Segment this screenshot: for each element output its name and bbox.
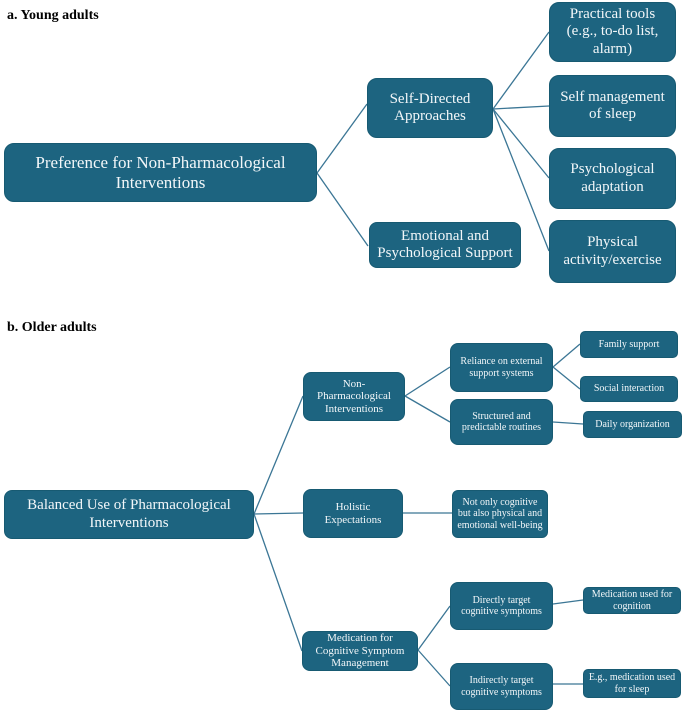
node-indirectly-target-cognitive-symptoms: Indirectly target cognitive symptoms xyxy=(450,663,553,710)
connector xyxy=(316,103,368,174)
connector xyxy=(552,366,581,390)
connector xyxy=(492,105,550,110)
panel-b-title: b. Older adults xyxy=(7,320,97,335)
node-holistic-expectations: Holistic Expectations xyxy=(303,489,403,538)
connector xyxy=(552,421,584,425)
node-physical-activity: Physical activity/exercise xyxy=(549,220,676,283)
node-psychological-adaptation: Psychological adaptation xyxy=(549,148,676,209)
node-self-directed-approaches: Self-Directed Approaches xyxy=(367,78,493,138)
node-medication-cognitive-symptom-management: Medication for Cognitive Symptom Managem… xyxy=(302,631,418,671)
node-medication-used-for-sleep: E.g., medication used for sleep xyxy=(583,669,681,698)
node-reliance-external-support: Reliance on external support systems xyxy=(450,343,553,392)
connector xyxy=(404,395,451,423)
node-directly-target-cognitive-symptoms: Directly target cognitive symptoms xyxy=(450,582,553,630)
connector xyxy=(552,343,581,368)
node-emotional-psychological-support: Emotional and Psychological Support xyxy=(369,222,521,268)
node-medication-used-for-cognition: Medication used for cognition xyxy=(583,587,681,614)
connector xyxy=(253,513,303,652)
node-practical-tools: Practical tools (e.g., to-do list, alarm… xyxy=(549,2,676,62)
connector xyxy=(417,649,451,687)
node-self-management-sleep: Self management of sleep xyxy=(549,75,676,137)
connector xyxy=(404,366,451,397)
connector xyxy=(552,599,584,605)
node-balanced-use-pharmacological: Balanced Use of Pharmacological Interven… xyxy=(4,490,254,539)
connector xyxy=(492,108,550,252)
panel-a-title: a. Young adults xyxy=(7,8,99,23)
node-family-support: Family support xyxy=(580,331,678,358)
node-non-pharmacological-interventions: Non-Pharmacological Interventions xyxy=(303,372,405,421)
connector xyxy=(492,31,550,110)
connector xyxy=(253,512,304,515)
node-not-only-cognitive-wellbeing: Not only cognitive but also physical and… xyxy=(452,490,548,538)
connector xyxy=(492,108,550,179)
node-structured-predictable-routines: Structured and predictable routines xyxy=(450,399,553,445)
connector xyxy=(417,605,451,651)
node-preference-non-pharmacological: Preference for Non-Pharmacological Inter… xyxy=(4,143,317,202)
connector xyxy=(253,395,304,515)
connector xyxy=(316,172,369,247)
node-social-interaction: Social interaction xyxy=(580,376,678,402)
node-daily-organization: Daily organization xyxy=(583,411,682,438)
